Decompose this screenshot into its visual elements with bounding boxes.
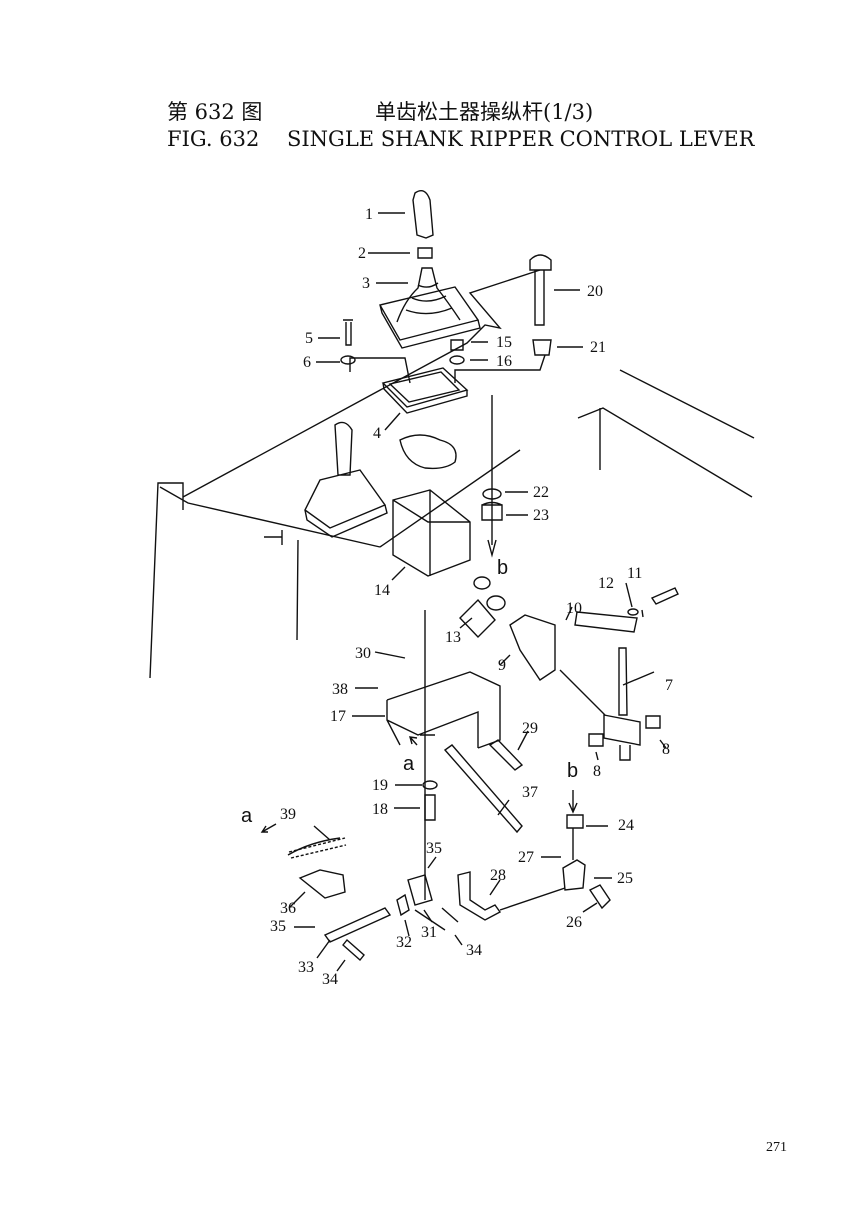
part-label-34a: 34 (322, 971, 338, 988)
page-number: 271 (766, 1140, 787, 1155)
part-label-12: 12 (598, 575, 614, 592)
part-label-26: 26 (566, 914, 582, 931)
reference-letters: a a b b (241, 557, 578, 827)
part-label-3: 3 (362, 275, 370, 292)
part-label-34b: 34 (466, 942, 482, 959)
ref-letter-b-lower: b (567, 760, 578, 782)
part-label-25: 25 (617, 870, 633, 887)
part-label-33: 33 (298, 959, 314, 976)
part-label-9: 9 (498, 657, 506, 674)
diagram-linework (149, 190, 755, 972)
figure-title-en: SINGLE SHANK RIPPER CONTROL LEVER (287, 127, 755, 151)
part-label-21: 21 (590, 339, 606, 356)
part-label-16: 16 (496, 353, 512, 370)
part-label-10: 10 (566, 600, 582, 617)
part-label-15: 15 (496, 334, 512, 351)
part-label-8b: 8 (593, 763, 601, 780)
part-label-14: 14 (374, 582, 390, 599)
figure-number-cn: 第 632 图 (167, 100, 263, 124)
part-label-4: 4 (373, 425, 381, 442)
part-label-35a: 35 (426, 840, 442, 857)
ref-letter-a-center: a (403, 753, 415, 775)
part-label-8a: 8 (662, 741, 670, 758)
part-label-13: 13 (445, 629, 461, 646)
part-label-18: 18 (372, 801, 388, 818)
part-label-17: 17 (330, 708, 346, 725)
part-label-11: 11 (627, 565, 642, 582)
ref-letter-a-left: a (241, 805, 253, 827)
part-label-27: 27 (518, 849, 534, 866)
part-label-39: 39 (280, 806, 296, 823)
part-label-2: 2 (358, 245, 366, 262)
part-label-6: 6 (303, 354, 311, 371)
part-label-32: 32 (396, 934, 412, 951)
part-number-labels: 1 2 3 4 5 6 7 8 8 9 10 11 12 13 14 15 16… (270, 206, 673, 988)
part-label-20: 20 (587, 283, 603, 300)
figure-title-cn: 单齿松土器操纵杆(1/3) (375, 100, 594, 124)
part-label-31: 31 (421, 924, 437, 941)
part-label-7: 7 (665, 677, 673, 694)
part-label-36: 36 (280, 900, 296, 917)
ref-letter-b-upper: b (497, 557, 508, 579)
part-label-28: 28 (490, 867, 506, 884)
figure-number-en: FIG. 632 (167, 127, 260, 151)
part-label-38: 38 (332, 681, 348, 698)
part-label-24: 24 (618, 817, 634, 834)
part-label-37: 37 (522, 784, 538, 801)
part-label-35b: 35 (270, 918, 286, 935)
part-label-22: 22 (533, 484, 549, 501)
part-label-29: 29 (522, 720, 538, 737)
part-label-1: 1 (365, 206, 373, 223)
part-label-19: 19 (372, 777, 388, 794)
part-label-30: 30 (355, 645, 371, 662)
part-label-23: 23 (533, 507, 549, 524)
part-label-5: 5 (305, 330, 313, 347)
